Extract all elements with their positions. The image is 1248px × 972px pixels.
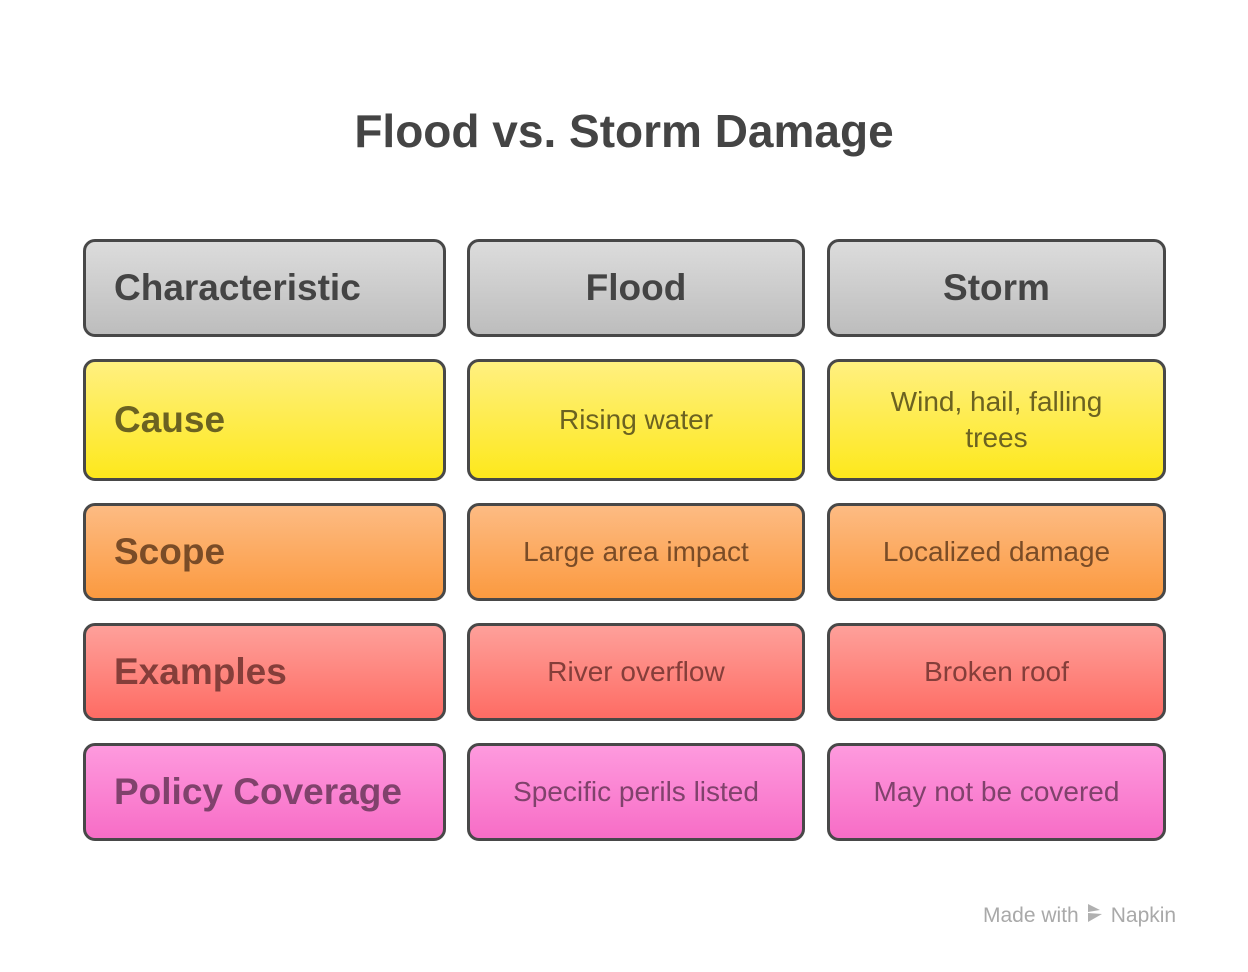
napkin-brand-text: Napkin [1110, 904, 1177, 927]
flood-cell: River overflow [467, 623, 805, 721]
header-row: Characteristic Flood Storm [83, 239, 1166, 337]
napkin-watermark[interactable]: Made with Napkin [983, 902, 1176, 930]
diagram-title: Flood vs. Storm Damage [354, 105, 894, 157]
flood-cell: Large area impact [467, 503, 805, 601]
storm-cell: Broken roof [827, 623, 1166, 721]
header-flood: Flood [467, 239, 805, 337]
flood-cell: Specific perils listed [467, 743, 805, 841]
header-storm: Storm [827, 239, 1166, 337]
header-characteristic: Characteristic [83, 239, 446, 337]
made-with-text: Made with [983, 904, 1079, 927]
row-label: Policy Coverage [83, 743, 446, 841]
row-label: Scope [83, 503, 446, 601]
storm-cell: Wind, hail, falling trees [827, 359, 1166, 481]
row-label: Cause [83, 359, 446, 481]
flood-cell: Rising water [467, 359, 805, 481]
napkin-logo-icon [1085, 902, 1105, 930]
storm-cell: Localized damage [827, 503, 1166, 601]
row-label: Examples [83, 623, 446, 721]
storm-cell: May not be covered [827, 743, 1166, 841]
